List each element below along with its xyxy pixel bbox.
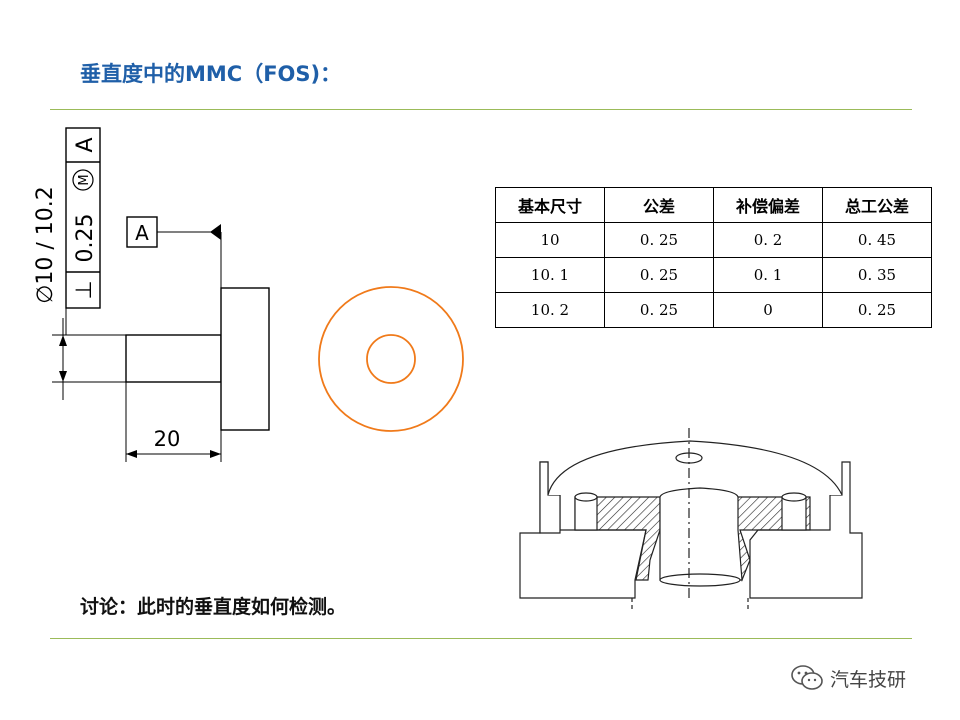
- pin-head: [220, 287, 270, 431]
- table-cell: 0. 25: [822, 292, 932, 328]
- table-cell: 10. 2: [495, 292, 605, 328]
- table-cell: 0. 25: [604, 257, 714, 293]
- header-basic-size: 基本尺寸: [495, 187, 605, 223]
- table-cell: 10: [495, 222, 605, 258]
- feature-control-frame: ⊥ 0.25 M A: [65, 127, 101, 309]
- mmc-modifier-icon: M: [72, 169, 94, 191]
- table-cell: 0: [713, 292, 823, 328]
- table-header-row: 基本尺寸 公差 补偿偏差 总工公差: [495, 187, 932, 223]
- top-divider: [50, 109, 912, 110]
- table-cell: 0. 25: [604, 292, 714, 328]
- table-cell: 0. 45: [822, 222, 932, 258]
- footer-brand: 汽车技研: [830, 668, 907, 691]
- table-cell: 0. 35: [822, 257, 932, 293]
- table-row: 10. 1 0. 25 0. 1 0. 35: [495, 257, 932, 293]
- datum-triangle: [210, 224, 221, 240]
- tolerance-table: 基本尺寸 公差 补偿偏差 总工公差 10 0. 25 0. 2 0. 45 10…: [495, 187, 932, 328]
- table-cell: 0. 25: [604, 222, 714, 258]
- length-dimension: 20: [154, 427, 181, 451]
- header-total-tolerance: 总工公差: [822, 187, 932, 223]
- header-tolerance: 公差: [604, 187, 714, 223]
- diameter-dimension: ∅10 ∕ 10.2: [33, 186, 58, 304]
- fcf-tolerance: 0.25: [73, 214, 98, 263]
- end-view-inner-circle: [366, 334, 416, 384]
- table-row: 10 0. 25 0. 2 0. 45: [495, 222, 932, 258]
- tolerance-table-container: 基本尺寸 公差 补偿偏差 总工公差 10 0. 25 0. 2 0. 45 10…: [495, 187, 932, 328]
- table-cell: 0. 1: [713, 257, 823, 293]
- pin-shaft: [125, 334, 222, 383]
- end-view-outer-circle: [318, 286, 464, 432]
- wechat-icon: [791, 665, 823, 690]
- fcf-datum: A: [73, 137, 98, 152]
- gauge-section-drawing: [519, 428, 863, 610]
- table-row: 10. 2 0. 25 0 0. 25: [495, 292, 932, 328]
- discussion-text: 讨论：此时的垂直度如何检测。: [80, 596, 347, 618]
- bottom-divider: [50, 638, 912, 639]
- page-title: 垂直度中的MMC（FOS)：: [80, 62, 342, 86]
- table-cell: 0. 2: [713, 222, 823, 258]
- datum-a-label: A: [135, 221, 149, 245]
- mmc-modifier-label: M: [77, 174, 92, 185]
- header-bonus-deviation: 补偿偏差: [713, 187, 823, 223]
- perpendicularity-symbol: ⊥: [72, 280, 97, 299]
- footer-watermark: 汽车技研: [790, 664, 906, 692]
- table-cell: 10. 1: [495, 257, 605, 293]
